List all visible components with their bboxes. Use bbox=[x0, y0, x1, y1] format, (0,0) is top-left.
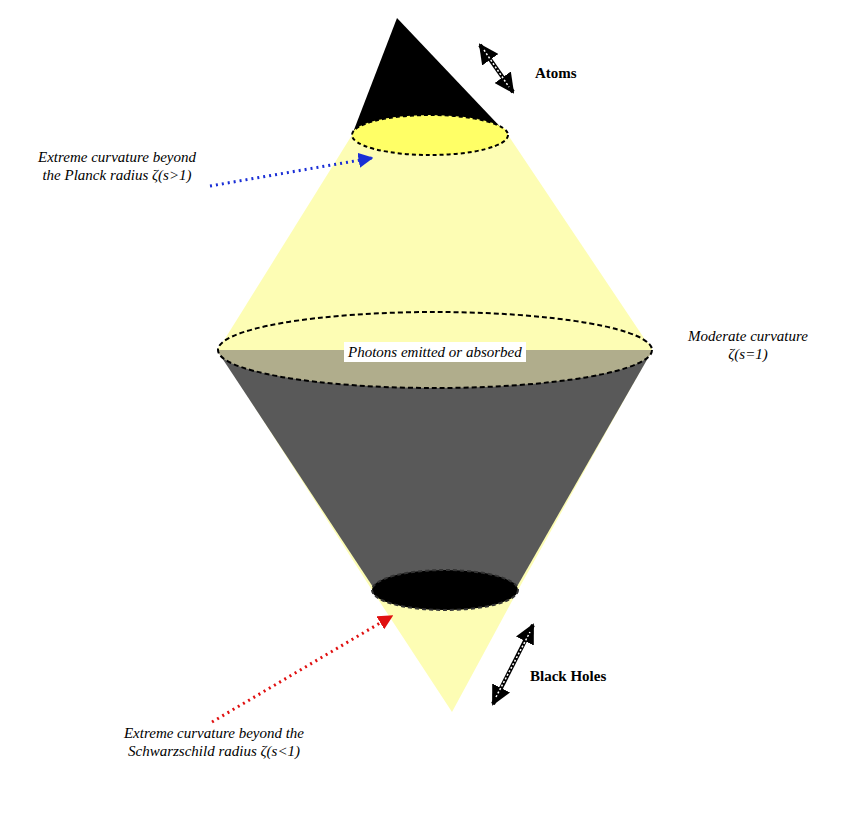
double-arrow bbox=[493, 625, 533, 704]
moderate-note: Moderate curvature ζ(s=1) bbox=[668, 327, 828, 363]
leader-arrow bbox=[210, 158, 372, 186]
photon-ellipse bbox=[218, 312, 652, 388]
photon-label: Photons emitted or absorbed bbox=[344, 342, 526, 362]
upper-cone bbox=[218, 135, 652, 350]
lower-yellow bbox=[218, 350, 652, 590]
leader-arrow bbox=[212, 616, 392, 722]
planck-note: Extreme curvature beyond the Planck radi… bbox=[28, 148, 206, 184]
arrow-dots bbox=[496, 632, 530, 697]
arrow-dots bbox=[484, 50, 509, 87]
blackholes-label: Black Holes bbox=[530, 667, 680, 685]
planck-ellipse bbox=[352, 115, 508, 155]
schwarzschild-ellipse bbox=[372, 570, 518, 610]
lower-cone bbox=[222, 358, 648, 590]
double-arrow bbox=[480, 45, 513, 92]
atoms-label: Atoms bbox=[535, 64, 655, 82]
schwarzschild-note: Extreme curvature beyond the Schwarzschi… bbox=[100, 724, 328, 760]
